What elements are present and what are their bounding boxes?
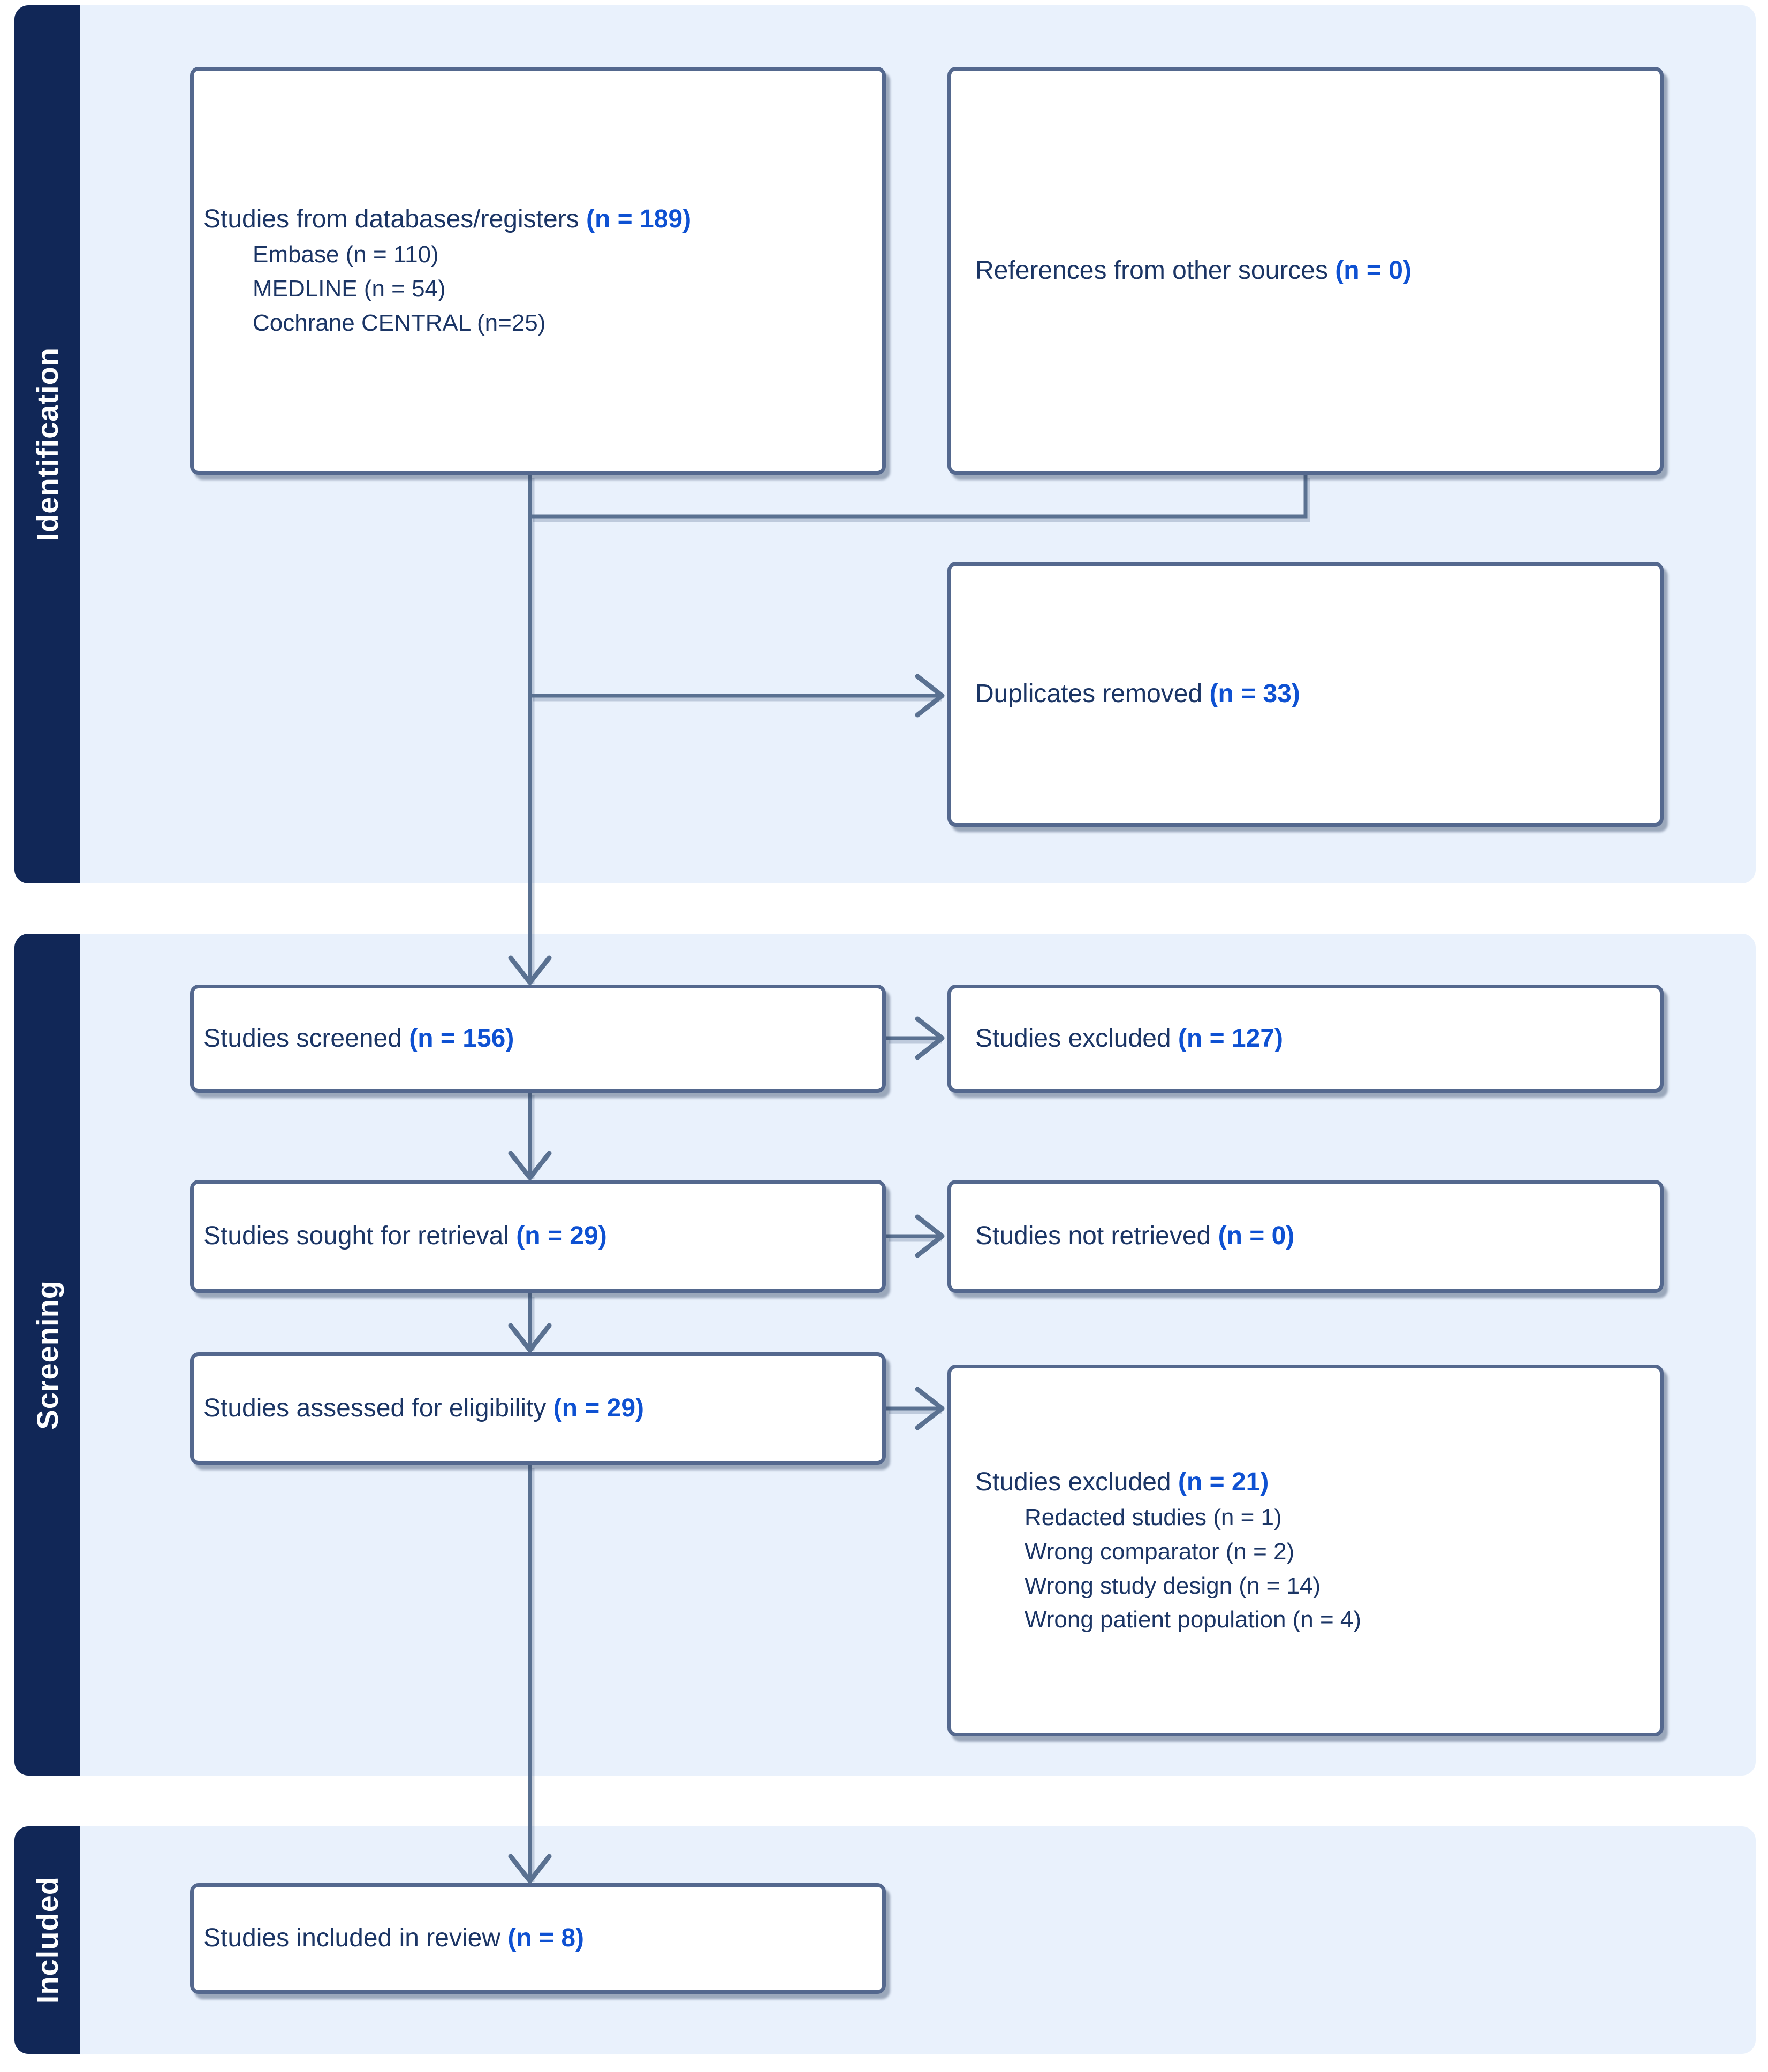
box-studies-from-databases: Studies from databases/registers (n = 18…	[190, 67, 886, 475]
sub-item: Redacted studies (n = 1)	[1025, 1504, 1282, 1530]
box-studies-screened: Studies screened (n = 156)	[190, 985, 886, 1093]
sub-item: Wrong patient population (n = 4)	[1025, 1606, 1362, 1633]
box-label: Studies included in review	[203, 1924, 508, 1953]
box-title: Duplicates removed (n = 33)	[975, 676, 1647, 712]
sub-item: Embase (n = 110)	[253, 241, 439, 268]
sub-item: Wrong comparator (n = 2)	[1025, 1538, 1295, 1565]
box-label: Studies assessed for eligibility	[203, 1393, 553, 1422]
arrowhead-right-excluded127	[915, 1016, 945, 1060]
box-title: Studies excluded (n = 127)	[975, 1020, 1647, 1057]
box-label: Studies sought for retrieval	[203, 1222, 517, 1251]
box-title: Studies assessed for eligibility (n = 29…	[203, 1390, 869, 1427]
sub-item: Wrong study design (n = 14)	[1025, 1572, 1321, 1599]
arrowhead-down-assessed	[508, 1323, 552, 1353]
connector-shadows	[530, 478, 1310, 1882]
box-label: Studies from databases/registers	[203, 205, 587, 234]
box-count: (n = 0)	[1218, 1222, 1295, 1251]
box-count: (n = 0)	[1335, 256, 1412, 285]
box-title: Studies sought for retrieval (n = 29)	[203, 1218, 869, 1254]
box-count: (n = 156)	[409, 1024, 514, 1053]
box-count: (n = 8)	[507, 1924, 584, 1953]
box-label: Studies not retrieved	[975, 1222, 1218, 1251]
box-studies-excluded-eligibility: Studies excluded (n = 21) Redacted studi…	[947, 1365, 1664, 1736]
box-count: (n = 127)	[1178, 1024, 1283, 1053]
box-studies-sought-retrieval: Studies sought for retrieval (n = 29)	[190, 1180, 886, 1293]
box-studies-included-review: Studies included in review (n = 8)	[190, 1883, 886, 1994]
identification-sidebar: Identification	[14, 5, 80, 883]
arrowhead-right-excluded21	[915, 1387, 945, 1430]
box-count: (n = 33)	[1209, 680, 1300, 709]
box-studies-excluded-screening: Studies excluded (n = 127)	[947, 985, 1664, 1093]
sub-item: Cochrane CENTRAL (n=25)	[253, 309, 546, 336]
arrowhead-right-notretrieved	[915, 1214, 945, 1258]
box-label: Duplicates removed	[975, 680, 1210, 709]
screening-sidebar: Screening	[14, 934, 80, 1776]
arrowhead-down-screened	[508, 955, 552, 985]
box-title: References from other sources (n = 0)	[975, 253, 1647, 289]
included-sidebar: Included	[14, 1826, 80, 2054]
box-title: Studies screened (n = 156)	[203, 1020, 869, 1057]
box-duplicates-removed: Duplicates removed (n = 33)	[947, 562, 1664, 827]
box-title: Studies excluded (n = 21)	[975, 1464, 1647, 1500]
box-count: (n = 189)	[586, 205, 692, 234]
box-title: Studies not retrieved (n = 0)	[975, 1218, 1647, 1254]
line-othersources-join	[530, 475, 1308, 519]
box-studies-assessed-eligibility: Studies assessed for eligibility (n = 29…	[190, 1352, 886, 1465]
box-references-other-sources: References from other sources (n = 0)	[947, 67, 1664, 475]
arrowhead-down-included	[508, 1854, 552, 1884]
connector-lines	[528, 475, 1308, 1878]
box-title: Studies included in review (n = 8)	[203, 1920, 869, 1956]
box-title: Studies from databases/registers (n = 18…	[203, 201, 869, 238]
box-label: Studies excluded	[975, 1024, 1178, 1053]
arrowhead-right-duplicates	[915, 674, 945, 718]
box-label: References from other sources	[975, 256, 1336, 285]
arrowhead-down-sought	[508, 1151, 552, 1180]
box-count: (n = 29)	[553, 1393, 644, 1422]
box-label: Studies screened	[203, 1024, 409, 1053]
box-count: (n = 21)	[1178, 1467, 1269, 1496]
connector-arrowheads	[508, 674, 945, 1884]
box-count: (n = 29)	[516, 1222, 607, 1251]
sub-item: MEDLINE (n = 54)	[253, 276, 446, 302]
box-studies-not-retrieved: Studies not retrieved (n = 0)	[947, 1180, 1664, 1293]
box-label: Studies excluded	[975, 1467, 1178, 1496]
